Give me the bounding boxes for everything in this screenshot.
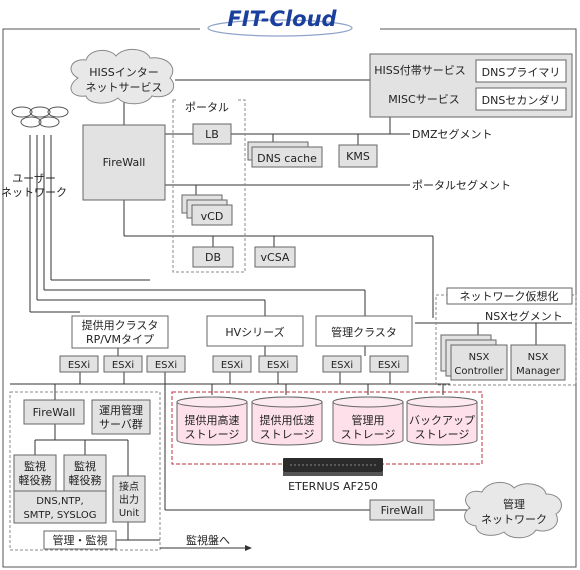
- storage-mgmt-line2: ストレージ: [341, 428, 396, 441]
- hiss-internet-cloud: HISSインター ネットサービス: [70, 49, 175, 105]
- portal-label: ポータル: [185, 101, 229, 114]
- services-line2: SMTP, SYSLOG: [23, 510, 96, 521]
- user-network-line2: ネットワーク: [1, 186, 67, 199]
- esxi-label: ESXi: [221, 360, 243, 371]
- dns-cache-label: DNS cache: [257, 152, 317, 165]
- cluster-mgmt: 管理クラスタ: [315, 315, 413, 347]
- vcsa-label: vCSA: [261, 251, 290, 264]
- dns-primary-label: DNSプライマリ: [482, 66, 561, 79]
- cloud-label-line2: ネットサービス: [86, 81, 163, 94]
- kms-label: KMS: [346, 150, 370, 163]
- monitor2-line2: 軽役務: [69, 473, 102, 487]
- esxi-label: ESXi: [68, 360, 90, 371]
- nsx-controller-line2: Controller: [454, 366, 504, 377]
- storage-mgmt: 管理用 ストレージ: [332, 396, 404, 446]
- firewall-main-label: FireWall: [103, 156, 146, 169]
- fit-cloud-logo: FIT-Cloud: [200, 6, 380, 40]
- lb-label: LB: [205, 128, 219, 141]
- nsx-manager-line1: NSX: [528, 352, 549, 363]
- firewall-main: FireWall: [82, 124, 166, 201]
- nsx-segment-label: NSXセグメント: [485, 309, 563, 323]
- esxi-label: ESXi: [378, 360, 400, 371]
- monitor2-line1: 監視: [74, 459, 96, 473]
- network-virtualization-label: ネットワーク仮想化: [460, 289, 559, 303]
- storage-slow-line2: ストレージ: [260, 428, 315, 441]
- mgmt-monitor-label: 管理・監視: [53, 533, 108, 547]
- hiss-service-label: HISS付帯サービス: [374, 64, 465, 77]
- dmz-segment-label: DMZセグメント: [412, 127, 493, 141]
- dns-cache: DNS cache: [247, 141, 323, 168]
- eternus-device: ETERNUS AF250: [283, 458, 383, 493]
- storage-slow-line1: 提供用低速: [260, 413, 315, 427]
- title: FIT-Cloud: [227, 7, 337, 31]
- esxi-label: ESXi: [155, 360, 177, 371]
- storage-backup: バックアップ ストレージ: [406, 396, 478, 446]
- esxi-hosts: ESXi ESXi ESXi ESXi ESXi ESXi ESXi: [59, 355, 409, 373]
- esxi-label: ESXi: [331, 360, 353, 371]
- to-panel-label: 監視盤へ: [186, 533, 230, 547]
- eternus-label: ETERNUS AF250: [288, 480, 378, 493]
- hiss-services-panel: HISS付帯サービス MISCサービス DNSプライマリ DNSセカンダリ: [369, 53, 573, 118]
- cluster-provided-line2: RP/VMタイプ: [86, 333, 154, 346]
- firewall-mgmt: FireWall: [369, 499, 435, 521]
- db-label: DB: [205, 251, 221, 264]
- storage-backup-line2: ストレージ: [415, 428, 470, 441]
- kms: KMS: [338, 144, 378, 168]
- storage-mgmt-line1: 管理用: [352, 413, 385, 427]
- user-network-icon: ユーザー ネットワーク: [1, 106, 69, 199]
- portal-segment-label: ポータルセグメント: [412, 178, 511, 192]
- network-virtualization-region: ネットワーク仮想化 NSXセグメント NSX Controller NSX Ma…: [435, 287, 577, 386]
- contact-line3: Unit: [119, 508, 139, 519]
- user-network-line1: ユーザー: [12, 172, 56, 185]
- cloud-label-line1: HISSインター: [89, 66, 158, 79]
- ops-servers-line1: 運用管理: [99, 403, 143, 417]
- cluster-hv-label: HVシリーズ: [225, 325, 284, 339]
- connection-lines: [10, 79, 572, 541]
- dns-secondary-label: DNSセカンダリ: [482, 93, 561, 107]
- esxi-label: ESXi: [267, 360, 289, 371]
- storage-fast: 提供用高速 ストレージ: [176, 396, 248, 446]
- firewall-mgmt-label: FireWall: [381, 504, 424, 517]
- storage-slow: 提供用低速 ストレージ: [251, 396, 323, 446]
- portal-region: ポータル LB vCD DB: [172, 98, 246, 273]
- vcd-label: vCD: [201, 210, 224, 223]
- cluster-provided: 提供用クラスタ RP/VMタイプ: [71, 315, 169, 349]
- mgmt-firewall-label: FireWall: [33, 406, 76, 419]
- cluster-mgmt-label: 管理クラスタ: [331, 325, 397, 339]
- nsx-manager-line2: Manager: [516, 366, 561, 377]
- storage-backup-line1: バックアップ: [409, 414, 475, 427]
- esxi-label: ESXi: [112, 360, 134, 371]
- mgmt-network-line1: 管理: [503, 497, 525, 511]
- contact-line1: 接点: [119, 480, 139, 493]
- storage-fast-line1: 提供用高速: [185, 413, 240, 427]
- vcsa: vCSA: [254, 246, 296, 268]
- monitor1-line1: 監視: [24, 459, 46, 473]
- nsx-controller-line1: NSX: [469, 352, 490, 363]
- ops-servers-line2: サーバ群: [99, 417, 143, 431]
- misc-service-label: MISCサービス: [388, 93, 459, 106]
- monitor1-line2: 軽役務: [19, 473, 52, 487]
- cluster-hv: HVシリーズ: [206, 315, 304, 347]
- cluster-provided-line1: 提供用クラスタ: [82, 318, 159, 332]
- mgmt-network-cloud: 管理 ネットワーク: [464, 482, 562, 539]
- mgmt-area: FireWall 運用管理 サーバ群 監視 軽役務 監視 軽役務 DNS,NTP…: [9, 391, 252, 551]
- storage-fast-line2: ストレージ: [185, 428, 240, 441]
- mgmt-network-line2: ネットワーク: [481, 513, 547, 526]
- services-line1: DNS,NTP,: [36, 496, 84, 507]
- contact-line2: 出力: [119, 493, 139, 506]
- storage-region: 提供用高速 ストレージ 提供用低速 ストレージ 管理用 ストレージ バックアップ…: [171, 391, 483, 465]
